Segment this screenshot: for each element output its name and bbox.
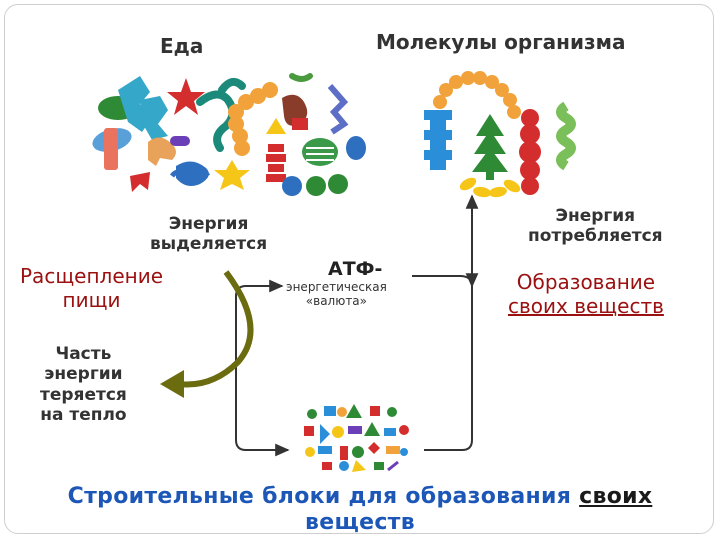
- energy-consumed-line2: потребляется: [528, 226, 663, 247]
- food-zigzag-cyan-2: [140, 96, 168, 140]
- energy-released-line2: выделяется: [150, 234, 268, 255]
- blue-ladder: [424, 110, 452, 170]
- food-key-orange: [148, 137, 176, 166]
- atp-label: АТФ-: [328, 258, 383, 280]
- food-bead-chain-orange: [228, 82, 278, 156]
- heat-line1: Часть: [55, 344, 112, 364]
- blocks-up-arrow: [424, 194, 479, 451]
- food-bar-salmon: [104, 128, 118, 170]
- food-star-red: [167, 78, 205, 115]
- heat-line2: энергии: [44, 364, 123, 385]
- heat-line3: теряется: [40, 384, 127, 405]
- food-ellipse-blue-2: [346, 136, 366, 160]
- organism-molecules-cluster: [424, 71, 576, 198]
- energy-released-label: Энергия выделяется: [150, 214, 267, 255]
- atp-sub-line2: «валюта»: [305, 294, 368, 309]
- caption-part1: Строительные блоки для образования: [67, 484, 580, 509]
- food-breakdown-line1: Расщепление: [20, 264, 163, 288]
- food-circle-green: [306, 176, 326, 196]
- synthesis-line1: Образование: [516, 270, 656, 294]
- synthesis-label: Образование своих веществ: [508, 270, 664, 318]
- energy-released-line1: Энергия: [168, 214, 249, 234]
- food-wave-blue: [170, 169, 210, 183]
- energy-consumed-label: Энергия потребляется: [528, 206, 663, 247]
- organism-molecules-label: Молекулы организма: [376, 30, 626, 54]
- heat-curve: [177, 270, 254, 388]
- food-worm-teal: [196, 90, 237, 152]
- atp-to-synthesis-arrow: [412, 273, 479, 288]
- down-to-blocks-arrow: [235, 296, 290, 457]
- heat-arrowhead: [160, 370, 184, 398]
- synthesis-line2: своих веществ: [508, 294, 664, 318]
- energy-consumed-line1: Энергия: [555, 206, 636, 226]
- food-square-red: [292, 118, 308, 130]
- flow-lines: [235, 194, 479, 457]
- food-worm-teal-2: [218, 77, 246, 94]
- green-wavy-helix: [556, 101, 576, 171]
- food-star-yellow: [214, 160, 250, 190]
- building-blocks-cluster: [304, 404, 409, 472]
- food-stack-red: [266, 144, 286, 182]
- food-breakdown-label: Расщепление пищи: [20, 264, 163, 312]
- red-beads: [519, 109, 541, 195]
- food-triangle-yellow: [266, 118, 286, 134]
- slide-frame: [4, 4, 714, 534]
- food-tulip-red: [130, 172, 150, 192]
- food-pill-purple: [170, 136, 190, 146]
- food-ring-lines: [306, 147, 334, 161]
- building-blocks-caption: Строительные блоки для образования своих…: [30, 484, 690, 537]
- caption-part3: веществ: [305, 510, 415, 536]
- food-label: Еда: [160, 34, 204, 58]
- bead-arc-orange: [433, 71, 521, 119]
- atp-sub-line1: энергетическая: [286, 280, 387, 294]
- green-tree: [472, 114, 508, 180]
- food-ring-green: [302, 138, 338, 166]
- food-circle-green-2: [328, 174, 348, 194]
- caption-part2: своих: [579, 484, 653, 509]
- food-breakdown-line2: пищи: [62, 288, 121, 312]
- food-molecules-cluster: [92, 73, 366, 196]
- food-worm-green: [289, 73, 313, 82]
- heat-line4: на тепло: [40, 405, 127, 426]
- heat-loss-label: Часть энергии теряется на тепло: [40, 344, 127, 426]
- food-circle-blue: [282, 176, 302, 196]
- atp-currency-label: энергетическая «валюта»: [286, 280, 387, 309]
- food-zigzag-violet: [327, 84, 349, 135]
